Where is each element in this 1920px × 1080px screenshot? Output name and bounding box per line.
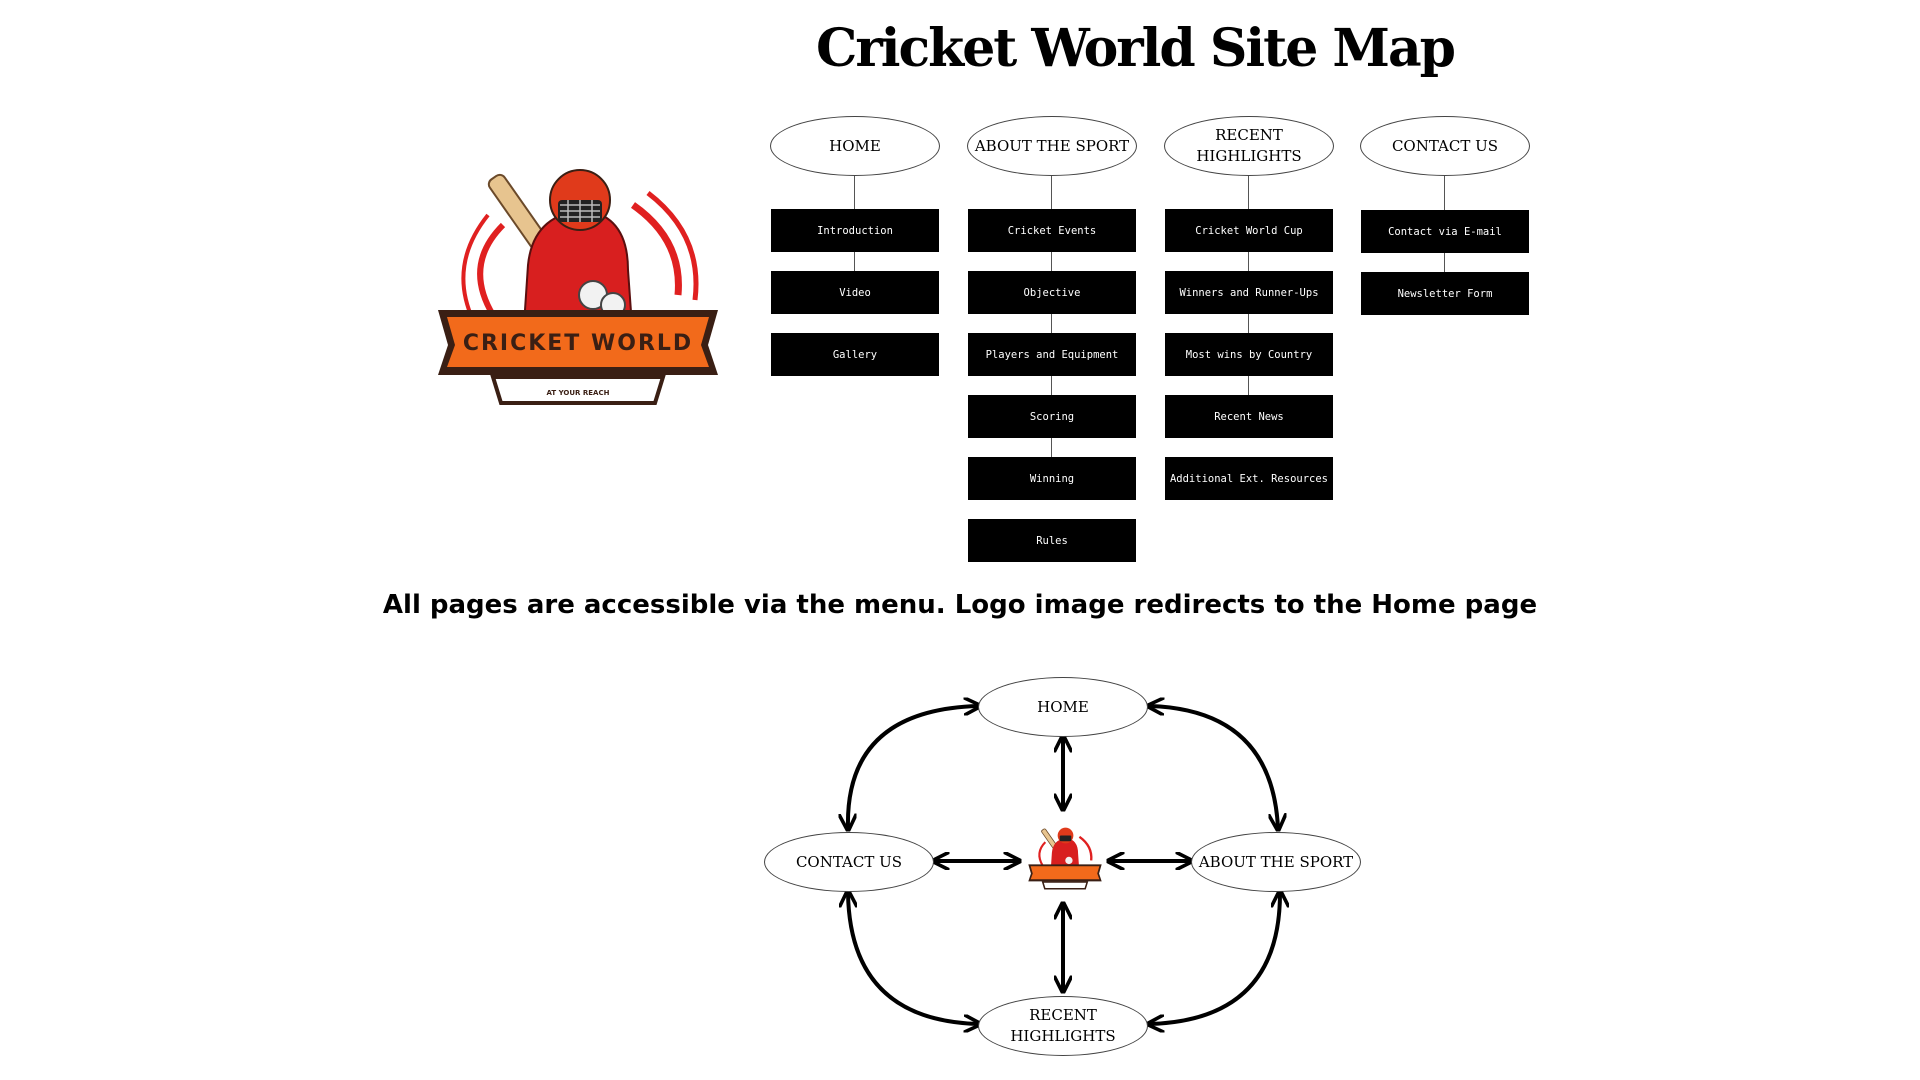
page-box[interactable]: Winning bbox=[968, 457, 1136, 500]
diagram-title-wrap: Cricket World Site Map bbox=[350, 18, 1920, 79]
page-box[interactable]: Cricket Events bbox=[968, 209, 1136, 252]
node-about-the-sport[interactable]: ABOUT THE SPORT bbox=[967, 116, 1137, 176]
node-home[interactable]: HOME bbox=[770, 116, 940, 176]
page-box[interactable]: Additional Ext. Resources bbox=[1165, 457, 1333, 500]
page-box[interactable]: Video bbox=[771, 271, 939, 314]
cricket-world-logo[interactable]: CRICKET WORLD AT YOUR REACH bbox=[433, 145, 723, 415]
page-box[interactable]: Contact via E-mail bbox=[1361, 210, 1529, 253]
sitemap-column-about: ABOUT THE SPORT Cricket Events Objective… bbox=[967, 116, 1137, 562]
page-title: Cricket World Site Map bbox=[815, 18, 1456, 79]
sitemap-column-contact: CONTACT US Contact via E-mail Newsletter… bbox=[1360, 116, 1530, 315]
cricket-world-logo-small[interactable] bbox=[1027, 821, 1103, 892]
logo-wordmark: CRICKET WORLD bbox=[463, 331, 693, 356]
page-box[interactable]: Most wins by Country bbox=[1165, 333, 1333, 376]
page-box[interactable]: Introduction bbox=[771, 209, 939, 252]
page-box[interactable]: Rules bbox=[968, 519, 1136, 562]
network-node-contact-us[interactable]: CONTACT US bbox=[764, 832, 934, 892]
navigation-note-wrap: All pages are accessible via the menu. L… bbox=[0, 590, 1920, 620]
page-box[interactable]: Winners and Runner-Ups bbox=[1165, 271, 1333, 314]
sitemap-column-highlights: RECENT HIGHLIGHTS Cricket World Cup Winn… bbox=[1164, 116, 1334, 500]
arrow-about-highlights bbox=[1150, 893, 1280, 1024]
arrow-home-contact bbox=[848, 706, 978, 828]
network-node-about-the-sport[interactable]: ABOUT THE SPORT bbox=[1191, 832, 1361, 892]
page-box[interactable]: Objective bbox=[968, 271, 1136, 314]
node-recent-highlights[interactable]: RECENT HIGHLIGHTS bbox=[1164, 116, 1334, 176]
logo-tagline: AT YOUR REACH bbox=[547, 389, 610, 397]
page-box[interactable]: Recent News bbox=[1165, 395, 1333, 438]
arrow-home-about bbox=[1150, 706, 1278, 828]
page-box[interactable]: Players and Equipment bbox=[968, 333, 1136, 376]
arrow-contact-highlights bbox=[848, 893, 978, 1024]
node-contact-us[interactable]: CONTACT US bbox=[1360, 116, 1530, 176]
sitemap-column-home: HOME Introduction Video Gallery bbox=[770, 116, 940, 376]
page-box[interactable]: Newsletter Form bbox=[1361, 272, 1529, 315]
page-box[interactable]: Gallery bbox=[771, 333, 939, 376]
network-node-recent-highlights[interactable]: RECENT HIGHLIGHTS bbox=[978, 996, 1148, 1056]
navigation-note: All pages are accessible via the menu. L… bbox=[382, 590, 1538, 620]
page-box[interactable]: Cricket World Cup bbox=[1165, 209, 1333, 252]
page-box[interactable]: Scoring bbox=[968, 395, 1136, 438]
network-node-home[interactable]: HOME bbox=[978, 677, 1148, 737]
